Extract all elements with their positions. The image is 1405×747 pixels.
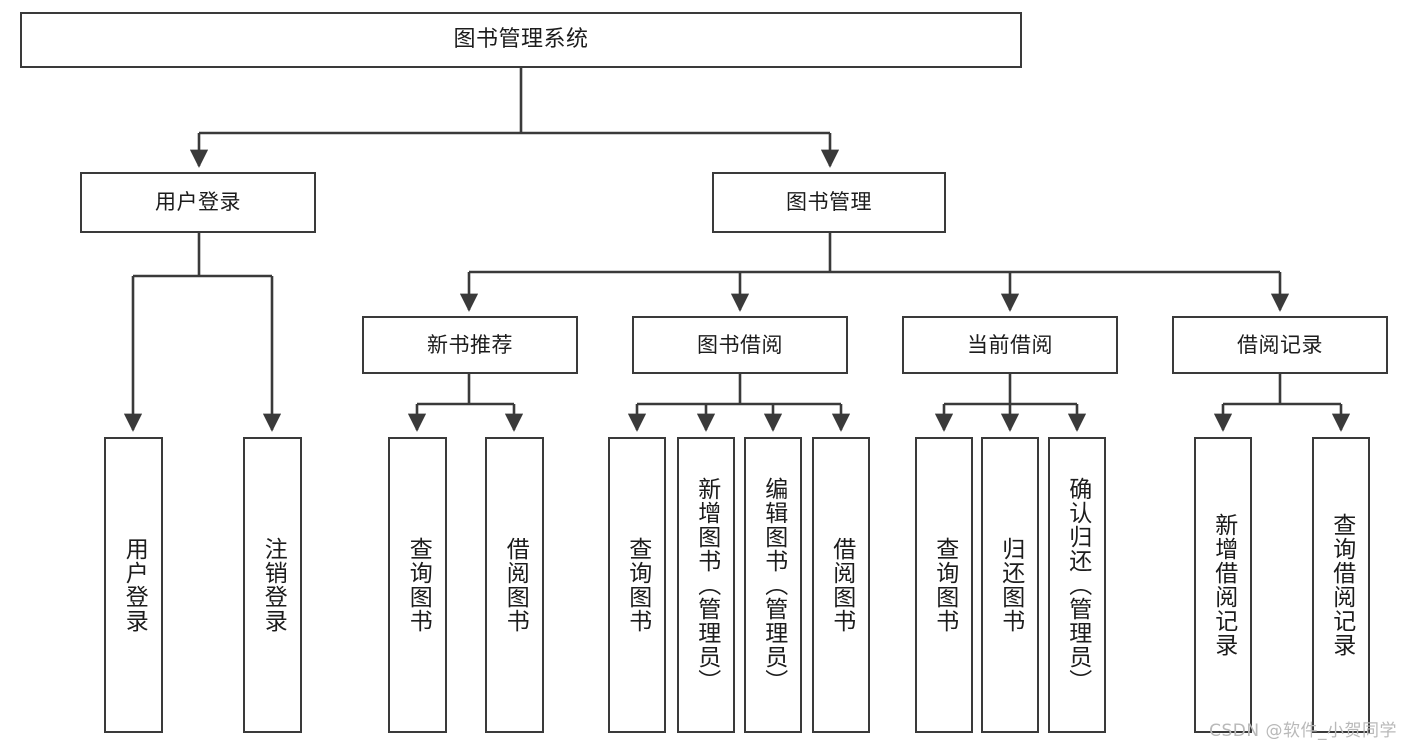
node-current-borrow[interactable]: 当前借阅: [902, 316, 1118, 374]
leaf-user-login-login[interactable]: 用户登录: [104, 437, 163, 733]
node-label: 用户登录: [155, 190, 241, 215]
node-label: 查询图书: [405, 537, 432, 633]
leaf-new-book-borrow[interactable]: 借阅图书: [485, 437, 544, 733]
node-label: 借阅图书: [828, 537, 855, 633]
leaf-borrow-query-book[interactable]: 查询图书: [608, 437, 666, 733]
node-book-borrow[interactable]: 图书借阅: [632, 316, 848, 374]
node-label: 图书管理系统: [453, 27, 589, 53]
node-label: 查询图书: [931, 537, 958, 633]
leaf-user-login-logout[interactable]: 注销登录: [243, 437, 302, 733]
leaf-current-query-book[interactable]: 查询图书: [915, 437, 973, 733]
node-label: 归还图书: [997, 537, 1024, 633]
node-new-book-recommend[interactable]: 新书推荐: [362, 316, 578, 374]
node-label: 用户登录: [121, 537, 148, 633]
leaf-borrow-add-book-admin[interactable]: 新增图书（管理员）: [677, 437, 735, 733]
leaf-current-confirm-return-admin[interactable]: 确认归还（管理员）: [1048, 437, 1106, 733]
node-root-book-management-system[interactable]: 图书管理系统: [20, 12, 1022, 68]
node-label: 注销登录: [260, 537, 287, 633]
node-book-management[interactable]: 图书管理: [712, 172, 946, 233]
node-borrow-record[interactable]: 借阅记录: [1172, 316, 1388, 374]
node-label: 新书推荐: [427, 332, 513, 357]
leaf-new-book-query[interactable]: 查询图书: [388, 437, 447, 733]
node-label: 借阅记录: [1237, 332, 1323, 357]
node-label: 确认归还（管理员）: [1064, 477, 1091, 693]
node-label: 编辑图书（管理员）: [760, 477, 787, 693]
leaf-current-return-book[interactable]: 归还图书: [981, 437, 1039, 733]
node-label: 图书借阅: [697, 332, 783, 357]
node-label: 借阅图书: [502, 537, 529, 633]
leaf-record-query-record[interactable]: 查询借阅记录: [1312, 437, 1370, 733]
node-label: 查询借阅记录: [1328, 513, 1355, 657]
node-user-login[interactable]: 用户登录: [80, 172, 316, 233]
node-label: 新增图书（管理员）: [693, 477, 720, 693]
node-label: 图书管理: [786, 190, 872, 215]
node-label: 新增借阅记录: [1210, 513, 1237, 657]
node-label: 查询图书: [624, 537, 651, 633]
leaf-borrow-edit-book-admin[interactable]: 编辑图书（管理员）: [744, 437, 802, 733]
leaf-borrow-borrow-book[interactable]: 借阅图书: [812, 437, 870, 733]
watermark-text: CSDN @软件_小贺同学: [1209, 721, 1397, 741]
node-label: 当前借阅: [967, 332, 1053, 357]
leaf-record-add-record[interactable]: 新增借阅记录: [1194, 437, 1252, 733]
